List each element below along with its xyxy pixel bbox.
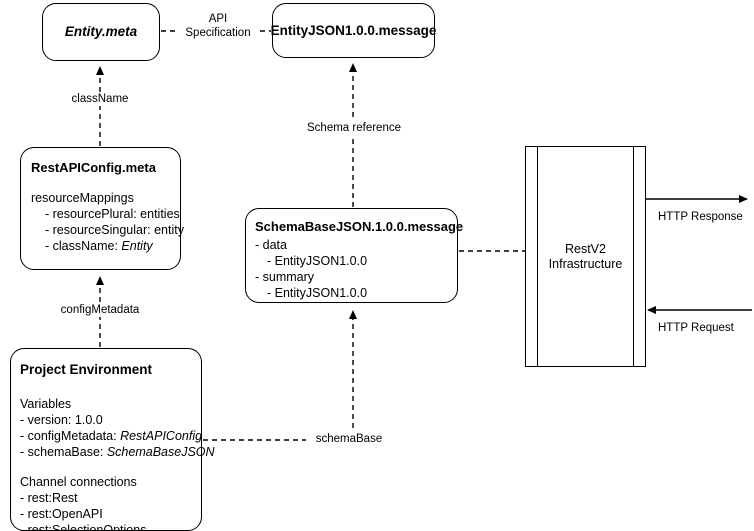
project-env-channel-selectionoptions: - rest:SelectionOptions — [20, 523, 147, 531]
schemabase-line-summary-ref: - EntityJSON1.0.0 — [267, 286, 368, 300]
edge-label-schema-base: schemaBase — [306, 432, 392, 446]
edge-label-api-specification-line2: Specification — [185, 27, 251, 39]
project-env-variable-configmetadata-label: - configMetadata: — [20, 429, 121, 443]
edge-schema-base — [203, 310, 357, 441]
restv2-label-line1: RestV2 — [564, 241, 606, 256]
project-env-variable-version-value: 1.0.0 — [74, 413, 103, 427]
restv2-right-divider — [633, 147, 634, 366]
schemabase-line-data-ref: - EntityJSON1.0.0 — [267, 254, 368, 268]
node-schemabasejson-message-title: SchemaBaseJSON.1.0.0.message — [255, 219, 464, 234]
node-restapiconfig-meta[interactable]: RestAPIConfig.meta resourceMappings - re… — [20, 147, 184, 270]
restapiconfig-section-resourcemappings: resourceMappings — [31, 191, 134, 205]
edge-label-http-response: HTTP Response — [658, 210, 754, 224]
restapiconfig-item-resourcesingular: - resourceSingular: entity — [45, 223, 184, 237]
node-project-environment[interactable]: Project Environment Variables - version:… — [10, 348, 215, 531]
node-project-environment-title: Project Environment — [20, 362, 153, 377]
project-env-variable-version: - version: 1.0.0 — [20, 412, 201, 428]
restapiconfig-item-resourceplural: - resourcePlural: entities — [45, 207, 180, 221]
restv2-label-line2: Infrastructure — [548, 256, 623, 271]
node-entity-meta-title: Entity.meta — [64, 24, 138, 39]
edge-label-api-specification: API Specification — [178, 12, 258, 40]
project-env-variable-schemabase: - schemaBase: SchemaBaseJSON — [20, 444, 215, 460]
restapiconfig-item-classname-label: - className: — [45, 239, 122, 253]
edge-label-class-name: className — [62, 92, 138, 106]
project-env-variable-schemabase-label: - schemaBase: — [20, 445, 107, 459]
edge-label-http-request: HTTP Request — [658, 321, 754, 335]
project-env-variables-header: Variables — [20, 397, 72, 411]
restapiconfig-item-classname-value: Entity — [121, 239, 153, 253]
edge-label-schema-reference: Schema reference — [300, 121, 408, 135]
project-env-variable-configmetadata-value: RestAPIConfig — [120, 429, 203, 443]
schemabase-line-summary: - summary — [255, 270, 315, 284]
project-env-variable-version-label: - version: — [20, 413, 75, 427]
project-env-variable-schemabase-value: SchemaBaseJSON — [106, 445, 215, 459]
node-restv2-infrastructure[interactable]: RestV2 Infrastructure — [525, 146, 646, 367]
project-env-spacer — [20, 460, 201, 474]
edge-label-api-specification-line1: API — [208, 13, 228, 25]
node-entity-json-message[interactable]: EntityJSON1.0.0.message — [270, 3, 437, 58]
schemabase-line-data: - data — [255, 238, 287, 252]
restv2-left-divider — [537, 147, 538, 366]
node-schemabasejson-message[interactable]: SchemaBaseJSON.1.0.0.message - data - En… — [245, 208, 464, 303]
edge-label-config-metadata: configMetadata — [50, 303, 150, 317]
restapiconfig-item-classname: - className: Entity — [31, 238, 180, 254]
project-env-channel-rest: - rest:Rest — [20, 491, 78, 505]
project-env-channel-openapi: - rest:OpenAPI — [20, 507, 103, 521]
project-env-channels-header: Channel connections — [20, 475, 137, 489]
node-entity-json-message-title: EntityJSON1.0.0.message — [270, 22, 437, 38]
node-restapiconfig-meta-title: RestAPIConfig.meta — [31, 160, 156, 175]
node-restv2-infrastructure-label: RestV2 Infrastructure — [549, 242, 623, 272]
node-entity-meta[interactable]: Entity.meta — [42, 3, 160, 61]
project-env-variable-configmetadata: - configMetadata: RestAPIConfig — [20, 428, 203, 444]
